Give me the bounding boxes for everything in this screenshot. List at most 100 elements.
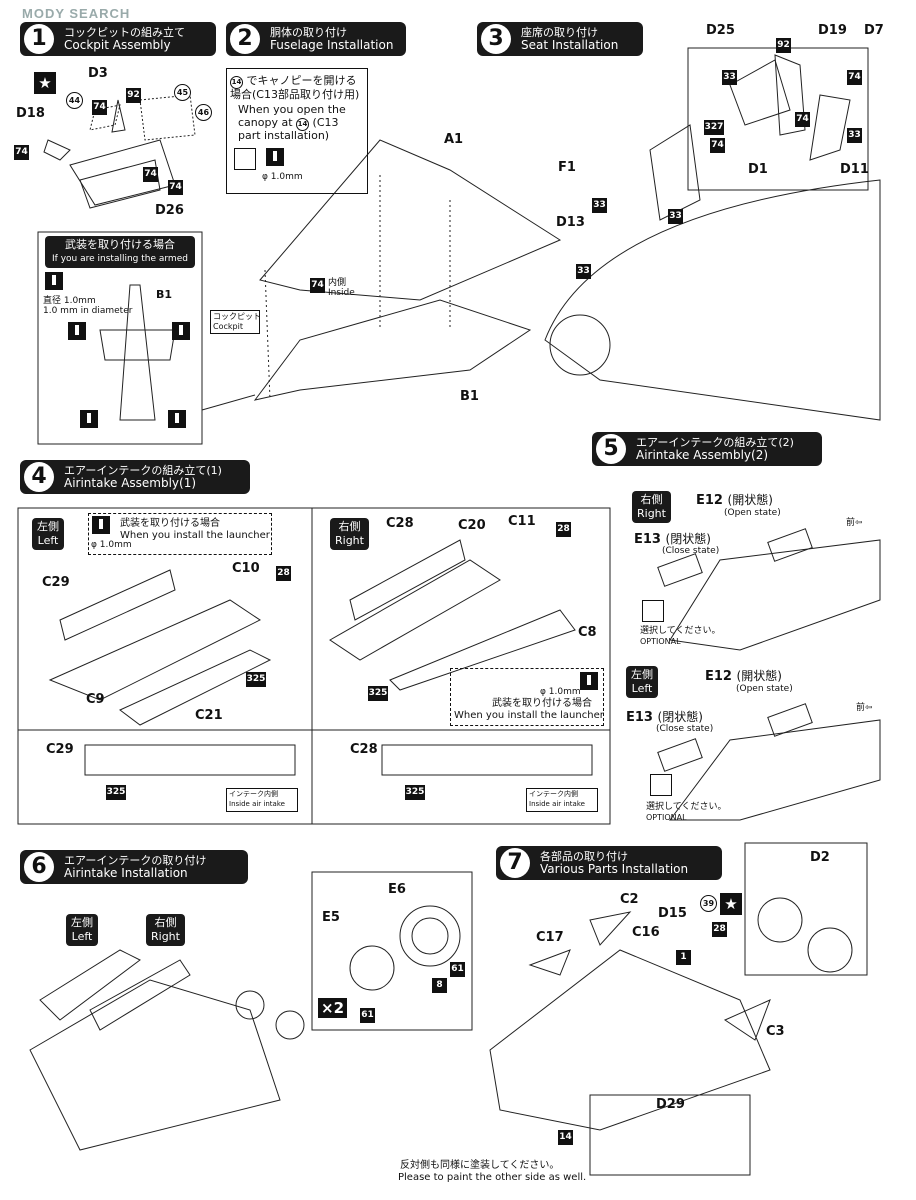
paint-33: 33 bbox=[592, 198, 607, 213]
option-icon bbox=[650, 774, 672, 796]
paint-74: 74 bbox=[168, 180, 183, 195]
step2-title-jp: 胴体の取り付け bbox=[270, 26, 347, 39]
step3-title-jp: 座席の取り付け bbox=[521, 26, 598, 39]
open-jp: (開状態) bbox=[727, 493, 773, 507]
step3-number: 3 bbox=[481, 24, 511, 54]
step3-title-en: Seat Installation bbox=[521, 38, 619, 52]
drill-icon bbox=[168, 410, 186, 428]
paint-note-jp: 反対側も同様に塗装してください。 bbox=[400, 1160, 560, 1171]
launcher-jp: 武装を取り付ける場合 bbox=[120, 518, 220, 529]
step4-number: 4 bbox=[24, 462, 54, 492]
paint-33: 33 bbox=[847, 128, 862, 143]
part-e12: E12 (開状態) bbox=[705, 667, 782, 684]
decal-39: 39 bbox=[700, 895, 717, 912]
paint-1: 1 bbox=[676, 950, 691, 965]
armed-title: 武装を取り付ける場合 If you are installing the arm… bbox=[45, 236, 195, 268]
part-d18: D18 bbox=[16, 106, 45, 121]
canopy-note-en3: part installation) bbox=[238, 129, 330, 142]
right-badge: 右側 Right bbox=[632, 491, 671, 523]
step3-header: 3 座席の取り付け Seat Installation bbox=[477, 22, 643, 56]
part-e5: E5 bbox=[322, 910, 340, 925]
canopy-note-en2: canopy at 14 (C13 bbox=[238, 117, 339, 131]
open-en: (Open state) bbox=[724, 508, 781, 518]
part-c3: C3 bbox=[766, 1024, 785, 1039]
right-badge: 右側 Right bbox=[330, 518, 369, 550]
drill-icon bbox=[266, 148, 284, 166]
part-d11: D11 bbox=[840, 162, 869, 177]
intake-inside-label: インテーク内側 Inside air intake bbox=[226, 788, 298, 812]
launcher-note bbox=[88, 513, 272, 555]
step6-header: 6 エアーインテークの取り付け Airintake Installation bbox=[20, 850, 248, 884]
cockpit-en: Cockpit bbox=[213, 322, 243, 331]
part-b1: B1 bbox=[156, 288, 173, 301]
paint-28: 28 bbox=[712, 922, 727, 937]
e12-label: E12 bbox=[705, 669, 732, 684]
canopy-note-jp1-text: でキャノピーを開ける bbox=[246, 74, 357, 87]
step1-header: 1 コックピットの組み立て Cockpit Assembly bbox=[20, 22, 216, 56]
inside-jp: 内側 bbox=[328, 278, 347, 288]
part-c10: C10 bbox=[232, 561, 260, 576]
step5-number: 5 bbox=[596, 434, 626, 464]
step7-title-en: Various Parts Installation bbox=[540, 862, 689, 876]
armed-title-en: If you are installing the armed bbox=[52, 254, 188, 264]
part-c28: C28 bbox=[386, 516, 414, 531]
part-c9: C9 bbox=[86, 692, 105, 707]
paint-61: 61 bbox=[450, 962, 465, 977]
paint-92: 92 bbox=[126, 88, 141, 103]
step1-number: 1 bbox=[24, 24, 54, 54]
launcher-en: When you install the launcher bbox=[120, 530, 270, 541]
paint-74: 74 bbox=[310, 278, 325, 293]
part-c8: C8 bbox=[578, 625, 597, 640]
canopy-note-jp1: 14 でキャノピーを開ける bbox=[230, 74, 357, 89]
ref-14b: 14 bbox=[296, 118, 310, 131]
right-en: Right bbox=[637, 507, 666, 520]
paint-325: 325 bbox=[106, 785, 126, 800]
step7-title-jp: 各部品の取り付け bbox=[540, 850, 628, 863]
canopy-note-en2b-text: (C13 bbox=[312, 116, 339, 129]
paint-61: 61 bbox=[360, 1008, 375, 1023]
decal-44: 44 bbox=[66, 92, 83, 109]
paint-28: 28 bbox=[556, 522, 571, 537]
diameter-jp: 直径 1.0mm bbox=[43, 296, 96, 306]
intake-en: Inside air intake bbox=[529, 800, 585, 808]
phi-label: φ 1.0mm bbox=[540, 687, 581, 697]
launcher-note-right bbox=[450, 668, 604, 726]
option-icon bbox=[234, 148, 256, 170]
paint-14: 14 bbox=[558, 1130, 573, 1145]
part-c16: C16 bbox=[632, 925, 660, 940]
diameter-en: 1.0 mm in diameter bbox=[43, 306, 133, 316]
option-icon bbox=[642, 600, 664, 622]
paint-74: 74 bbox=[143, 167, 158, 182]
canopy-note-jp2: 場合(C13部品取り付け用) bbox=[230, 88, 360, 101]
watermark-text: MODY SEARCH bbox=[22, 6, 131, 21]
part-b1: B1 bbox=[460, 389, 479, 404]
drill-icon bbox=[172, 322, 190, 340]
step6-title-jp: エアーインテークの取り付け bbox=[64, 854, 207, 867]
drill-icon bbox=[92, 516, 110, 534]
step2-title-en: Fuselage Installation bbox=[270, 38, 394, 52]
left-jp: 左側 bbox=[71, 916, 93, 929]
open-jp: (開状態) bbox=[736, 669, 782, 683]
paint-8: 8 bbox=[432, 978, 447, 993]
armed-title-jp: 武装を取り付ける場合 bbox=[65, 238, 175, 251]
drill-icon bbox=[68, 322, 86, 340]
part-d7: D7 bbox=[864, 23, 884, 38]
close-en: (Close state) bbox=[662, 546, 720, 556]
step4-title-en: Airintake Assembly(1) bbox=[64, 476, 197, 490]
drill-icon bbox=[580, 672, 598, 690]
part-c29-lower: C29 bbox=[46, 742, 74, 757]
step5-title-en: Airintake Assembly(2) bbox=[636, 448, 769, 462]
close-jp: (閉状態) bbox=[665, 532, 711, 546]
paint-33: 33 bbox=[722, 70, 737, 85]
star-icon: ★ bbox=[720, 893, 742, 915]
step2-number: 2 bbox=[230, 24, 260, 54]
paint-28: 28 bbox=[276, 566, 291, 581]
right-en: Right bbox=[151, 930, 180, 943]
right-badge: 右側 Right bbox=[146, 914, 185, 946]
part-d26: D26 bbox=[155, 203, 184, 218]
intake-jp: インテーク内側 bbox=[229, 790, 278, 798]
part-d25: D25 bbox=[706, 23, 735, 38]
paint-74: 74 bbox=[795, 112, 810, 127]
paint-74: 74 bbox=[710, 138, 725, 153]
